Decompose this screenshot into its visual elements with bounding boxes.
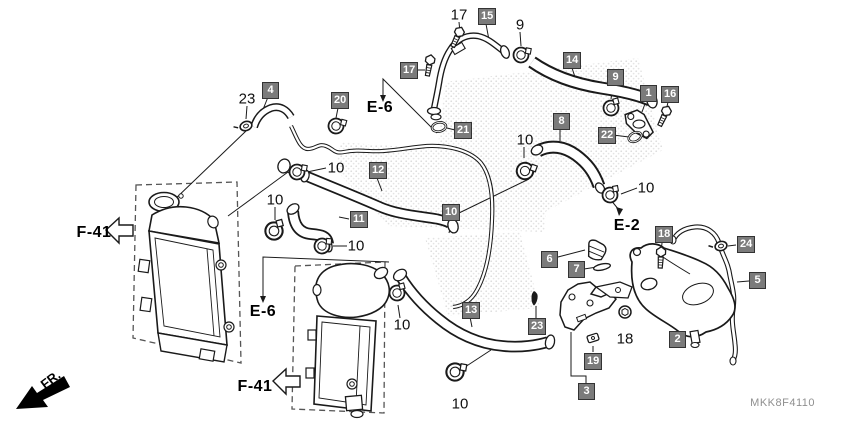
hose-siphon-4 — [254, 107, 291, 127]
section-ref-f-41: F-41 — [76, 224, 112, 241]
clip-24 — [707, 239, 729, 255]
part-number-label-18: 18 — [616, 330, 634, 348]
part-number-label-10: 10 — [327, 159, 345, 177]
part-number-label-10: 10 — [266, 191, 284, 209]
part-ref-box-18[interactable]: 18 — [655, 226, 674, 243]
hose-8 — [530, 143, 607, 194]
bolt-18-lower — [618, 305, 632, 319]
bracket-stay-3 — [559, 281, 633, 331]
part-ref-box-16[interactable]: 16 — [661, 86, 680, 103]
reserve-tank-cap — [587, 239, 611, 272]
clamp-20 — [325, 115, 348, 137]
part-number-label-17: 17 — [450, 6, 468, 24]
f41-arrow-icon-bottom — [271, 367, 301, 396]
section-ref-e-6: E-6 — [249, 303, 277, 320]
part-ref-box-4[interactable]: 4 — [262, 82, 279, 99]
part-number-label-23: 23 — [238, 90, 256, 108]
part-ref-box-11[interactable]: 11 — [350, 211, 368, 228]
part-ref-box-20[interactable]: 20 — [331, 92, 350, 109]
part-ref-box-24[interactable]: 24 — [737, 236, 756, 253]
part-ref-box-17[interactable]: 17 — [400, 62, 419, 79]
section-ref-e-6: E-6 — [366, 99, 394, 116]
bolt-16 — [654, 103, 674, 129]
part-ref-box-6[interactable]: 6 — [541, 251, 558, 268]
clip-23 — [232, 118, 254, 136]
radiator-left-assembly — [137, 191, 235, 363]
part-ref-box-12[interactable]: 12 — [369, 162, 388, 179]
clamp-10-g — [443, 360, 468, 384]
part-ref-box-2[interactable]: 2 — [669, 331, 686, 348]
part-number-label-9: 9 — [515, 16, 525, 34]
part-ref-box-22[interactable]: 22 — [598, 127, 617, 144]
water-joint-1 — [624, 109, 654, 140]
clamp-10-b — [262, 218, 288, 243]
radiator-sub-assembly — [305, 262, 391, 419]
part-ref-box-10[interactable]: 10 — [442, 204, 461, 221]
pin-23 — [531, 291, 538, 306]
detail-boundary-left-radiator — [132, 181, 242, 364]
part-ref-box-23[interactable]: 23 — [528, 318, 547, 335]
clamp-10-f — [386, 282, 409, 304]
part-ref-box-19[interactable]: 19 — [584, 353, 603, 370]
pipe-water-15 — [426, 36, 511, 121]
part-ref-box-7[interactable]: 7 — [568, 261, 585, 278]
clip-19 — [586, 332, 600, 344]
part-ref-box-9[interactable]: 9 — [607, 69, 624, 86]
part-number-label-10: 10 — [516, 131, 534, 149]
part-ref-box-15[interactable]: 15 — [478, 8, 497, 25]
halftone-shading — [336, 58, 663, 316]
part-number-label-10: 10 — [393, 316, 411, 334]
part-ref-box-13[interactable]: 13 — [462, 302, 481, 319]
part-ref-box-21[interactable]: 21 — [454, 122, 473, 139]
part-number-label-10: 10 — [451, 395, 469, 413]
leader-arrowheads — [260, 95, 623, 303]
section-ref-f-41: F-41 — [237, 378, 273, 395]
figure-code: MKK8F4110 — [750, 397, 815, 409]
part-ref-box-8[interactable]: 8 — [553, 113, 570, 130]
fr-arrow-icon — [16, 376, 70, 409]
part-ref-box-5[interactable]: 5 — [749, 272, 766, 289]
bolt-17-lower — [422, 53, 437, 78]
hose-13 — [392, 268, 556, 350]
part-number-label-10: 10 — [347, 237, 365, 255]
part-ref-box-3[interactable]: 3 — [578, 383, 595, 400]
part-ref-box-14[interactable]: 14 — [563, 52, 582, 69]
part-ref-box-1[interactable]: 1 — [640, 85, 657, 102]
part-number-label-10: 10 — [637, 179, 655, 197]
f41-arrow-icon-left — [104, 216, 134, 245]
clamp-9-upper — [511, 44, 533, 65]
reserve-tank — [629, 243, 736, 349]
section-ref-e-2: E-2 — [613, 217, 641, 234]
